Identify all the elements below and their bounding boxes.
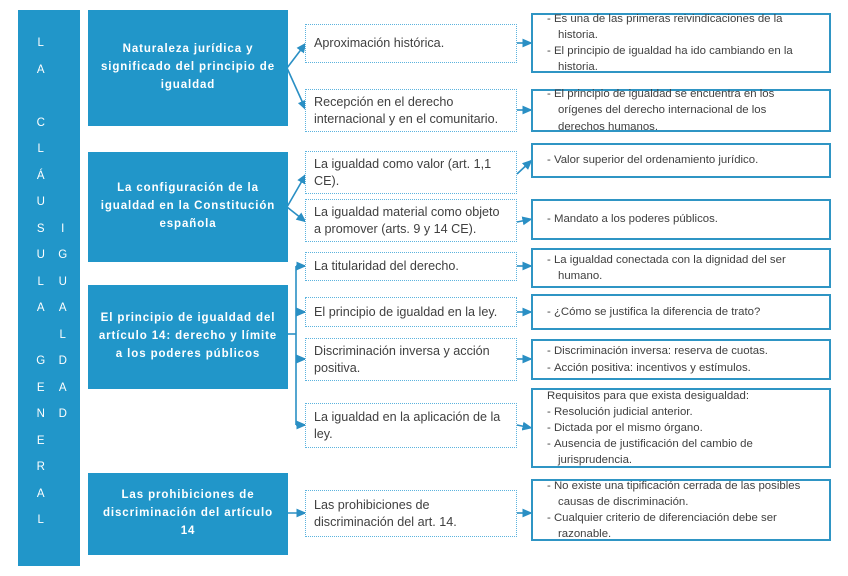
connector-group-principio-art14: [287, 261, 307, 430]
vertical-title-char: E: [36, 381, 46, 394]
detail-line: - Acción positiva: incentivos y estímulo…: [547, 361, 751, 374]
vertical-title-char: [61, 163, 65, 190]
subtopic-box-igualdad-aplicacion-ley[interactable]: La igualdad en la aplicación de la ley.: [305, 403, 517, 448]
detail-box-igualdad-como-valor[interactable]: - Valor superior del ordenamiento jurídi…: [531, 143, 831, 178]
detail-line: - ¿Cómo se justifica la diferencia de tr…: [547, 305, 761, 318]
detail-line: - No existe una tipificación cerrada de …: [547, 479, 801, 508]
subtopic-label: Aproximación histórica.: [314, 36, 445, 50]
vertical-title-char: D: [58, 355, 68, 367]
vertical-title-char: L: [37, 143, 45, 155]
detail-line: - Cualquier criterio de diferenciación d…: [547, 512, 777, 541]
vertical-title-char: [39, 83, 43, 110]
vertical-title-char: U: [36, 196, 46, 208]
subtopic-box-prohibiciones-art14[interactable]: Las prohibiciones de discriminación del …: [305, 490, 517, 537]
vertical-title-char: [61, 110, 65, 137]
vertical-title-char: N: [36, 408, 46, 420]
subtopic-box-discriminacion-inversa[interactable]: Discriminación inversa y acción positiva…: [305, 338, 517, 381]
vertical-title-char: Á: [36, 169, 46, 182]
section-box-naturaleza[interactable]: Naturaleza jurídica y significado del pr…: [88, 10, 288, 126]
vertical-title-char: D: [58, 408, 68, 420]
detail-box-igualdad-en-la-ley[interactable]: - ¿Cómo se justifica la diferencia de tr…: [531, 294, 831, 330]
detail-box-igualdad-aplicacion-ley[interactable]: Requisitos para que exista desigualdad: …: [531, 388, 831, 468]
vertical-title-char: [61, 136, 65, 163]
vertical-title-char: I: [61, 222, 65, 235]
vertical-title-char: A: [58, 302, 68, 314]
section-label: Las prohibiciones de discriminación del …: [102, 489, 273, 537]
section-box-configuracion[interactable]: La configuración de la igualdad en la Co…: [88, 152, 288, 262]
connector-subtopic-to-detail: [516, 38, 533, 518]
detail-line: - Mandato a los poderes públicos.: [547, 213, 718, 226]
vertical-title-char: L: [59, 328, 67, 341]
detail-box-igualdad-material[interactable]: - Mandato a los poderes públicos.: [531, 199, 831, 240]
section-label: La configuración de la igualdad en la Co…: [100, 182, 276, 230]
subtopic-label: La igualdad material como objeto a promo…: [314, 204, 500, 236]
detail-box-recepcion-derecho-internacional[interactable]: - El principio de igualdad se encuentra …: [531, 88, 831, 133]
detail-line: - Es una de las primeras reivindicacione…: [547, 12, 783, 41]
vertical-title-char: L: [37, 514, 45, 526]
vertical-title-char: D: [36, 567, 46, 576]
vertical-title-char: A: [36, 487, 46, 500]
connector-group-naturaleza: [286, 42, 307, 111]
connector-group-configuracion: [286, 173, 307, 223]
subtopic-label: La titularidad del derecho.: [314, 259, 459, 273]
detail-line: - Ausencia de justificación del cambio d…: [547, 438, 753, 467]
vertical-title-char: [61, 83, 65, 110]
vertical-title-char: U: [36, 249, 46, 261]
vertical-title-char: A: [58, 381, 68, 394]
detail-line: - Valor superior del ordenamiento jurídi…: [547, 154, 759, 167]
vertical-title-char: [61, 30, 65, 57]
subtopic-label: La igualdad como valor (art. 1,1 CE).: [314, 156, 492, 188]
vertical-title-char: [39, 534, 43, 561]
section-label: Naturaleza jurídica y significado del pr…: [100, 43, 276, 91]
subtopic-label: El principio de igualdad en la ley.: [314, 304, 498, 319]
vertical-title-char: A: [36, 302, 46, 314]
vertical-title-char: S: [36, 222, 46, 235]
detail-box-prohibiciones-art14[interactable]: - No existe una tipificación cerrada de …: [531, 479, 831, 541]
vertical-title-char: L: [37, 37, 45, 49]
detail-line: - La igualdad conectada con la dignidad …: [547, 253, 786, 282]
detail-line: - El principio de igualdad ha ido cambia…: [547, 45, 793, 74]
vertical-title-char: A: [36, 63, 46, 76]
subtopic-label: Discriminación inversa y acción positiva…: [314, 343, 490, 375]
subtopic-box-igualdad-material[interactable]: La igualdad material como objeto a promo…: [305, 199, 517, 242]
vertical-title-column-secondary: I G U A L D A D: [52, 30, 74, 428]
vertical-title-char: [61, 57, 65, 84]
subtopic-label: La igualdad en la aplicación de la ley.: [314, 409, 501, 441]
subtopic-box-aproximacion-historica[interactable]: Aproximación histórica.: [305, 24, 517, 63]
subtopic-label: Las prohibiciones de discriminación del …: [314, 497, 457, 529]
detail-box-titularidad[interactable]: - La igualdad conectada con la dignidad …: [531, 248, 831, 288]
detail-line: - Dictada por el mismo órgano.: [547, 421, 703, 434]
detail-line: Requisitos para que exista desigualdad:: [547, 389, 750, 402]
detail-box-discriminacion-inversa[interactable]: - Discriminación inversa: reserva de cuo…: [531, 339, 831, 380]
vertical-title-char: G: [58, 249, 68, 261]
vertical-title-char: E: [36, 434, 46, 447]
detail-line: - El principio de igualdad se encuentra …: [547, 88, 775, 133]
subtopic-box-titularidad[interactable]: La titularidad del derecho.: [305, 252, 517, 281]
section-box-principio-art14[interactable]: El principio de igualdad del artículo 14…: [88, 285, 288, 389]
section-label: El principio de igualdad del artículo 14…: [98, 312, 278, 360]
subtopic-label: Recepción en el derecho internacional y …: [314, 94, 499, 126]
subtopic-box-recepcion-derecho-internacional[interactable]: Recepción en el derecho internacional y …: [305, 89, 517, 132]
vertical-title-char: [61, 189, 65, 216]
vertical-title-char: G: [36, 355, 46, 367]
vertical-title-char: L: [37, 275, 45, 288]
detail-box-aproximacion-historica[interactable]: - Es una de las primeras reivindicacione…: [531, 13, 831, 73]
subtopic-box-igualdad-en-la-ley[interactable]: El principio de igualdad en la ley.: [305, 297, 517, 327]
detail-line: - Discriminación inversa: reserva de cuo…: [547, 345, 768, 358]
vertical-title-char: C: [36, 116, 46, 129]
detail-line: - Resolución judicial anterior.: [547, 405, 693, 418]
vertical-title-char: [39, 322, 43, 349]
subtopic-box-igualdad-como-valor[interactable]: La igualdad como valor (art. 1,1 CE).: [305, 151, 517, 194]
section-box-prohibiciones[interactable]: Las prohibiciones de discriminación del …: [88, 473, 288, 555]
vertical-title-char: U: [58, 275, 68, 288]
vertical-title-char: R: [36, 461, 46, 473]
